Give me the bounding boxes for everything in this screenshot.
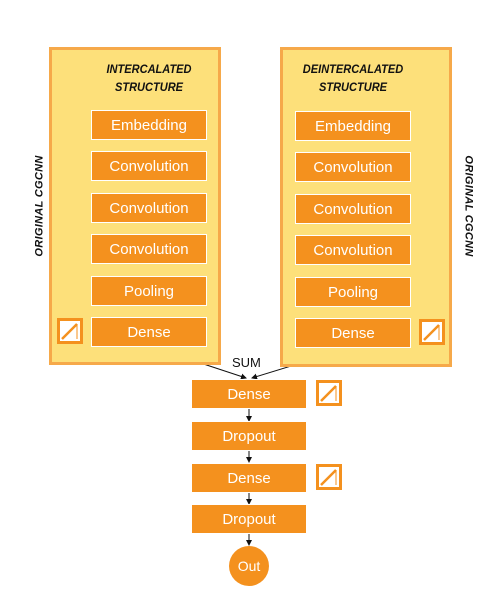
activation-icon <box>316 380 342 406</box>
left-layer-pooling: Pooling <box>91 276 207 306</box>
right-layer-dense: Dense <box>295 318 411 348</box>
right-layer-convolution-2: Convolution <box>295 194 411 224</box>
intercalated-title: INTERCALATED STRUCTURE <box>94 60 204 96</box>
left-layer-convolution-3: Convolution <box>91 234 207 264</box>
merge-layer-dropout-2: Dropout <box>191 504 307 534</box>
right-layer-convolution-3: Convolution <box>295 235 411 265</box>
activation-icon <box>419 319 445 345</box>
activation-icon <box>316 464 342 490</box>
output-node: Out <box>229 546 269 586</box>
deintercalated-title-line2: STRUCTURE <box>318 80 388 94</box>
left-layer-embedding: Embedding <box>91 110 207 140</box>
merge-layer-dense-1: Dense <box>191 379 307 409</box>
left-layer-convolution-2: Convolution <box>91 193 207 223</box>
right-layer-convolution-1: Convolution <box>295 152 411 182</box>
activation-icon <box>57 318 83 344</box>
left-layer-convolution-1: Convolution <box>91 151 207 181</box>
merge-layer-dropout-1: Dropout <box>191 421 307 451</box>
intercalated-title-line2: STRUCTURE <box>114 80 184 94</box>
left-side-label: ORIGINAL CGCNN <box>33 155 46 257</box>
deintercalated-title: DEINTERCALATED STRUCTURE <box>298 60 408 96</box>
right-layer-pooling: Pooling <box>295 277 411 307</box>
intercalated-title-line1: INTERCALATED <box>106 62 192 76</box>
left-layer-dense: Dense <box>91 317 207 347</box>
right-side-label: ORIGINAL CGCNN <box>462 155 475 257</box>
merge-layer-dense-2: Dense <box>191 463 307 493</box>
deintercalated-title-line1: DEINTERCALATED <box>302 62 404 76</box>
right-layer-embedding: Embedding <box>295 111 411 141</box>
sum-label: SUM <box>232 355 261 370</box>
